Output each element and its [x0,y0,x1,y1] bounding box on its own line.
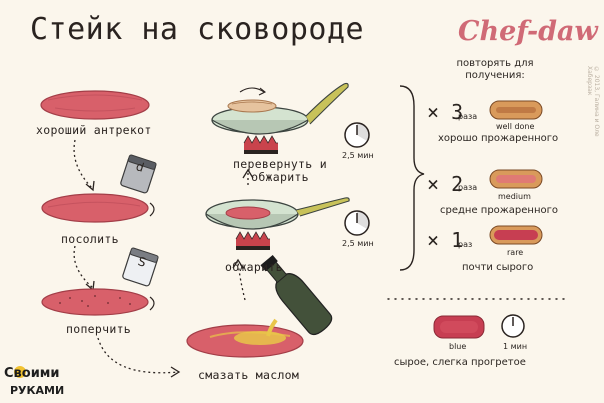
steak-peppered [41,288,155,316]
arrow-3 [97,337,179,374]
desc-well-done: хорошо прожаренного [438,133,559,144]
logo-line-2: РУКАМИ [10,384,65,397]
brace [399,85,425,271]
logo [14,366,26,378]
blue-time: 1 мин [503,342,528,351]
arrow-4 [237,261,246,301]
logo-line-1: Своими [4,366,60,381]
mult-well-done: × 3 [427,100,464,124]
unit-medium: раза [458,183,478,192]
mult-medium: × 2 [427,172,464,196]
unit-well-done: раза [458,112,478,121]
unit-rare: раз [458,240,473,249]
step-brush-butter: смазать маслом [198,368,300,382]
step-salt: посолить [61,232,119,246]
salt-shaker-icon [122,247,159,287]
blue-label: blue [449,342,467,351]
steak-salted [41,193,155,223]
brand-logo: Chef-daw [458,16,598,47]
blue-desc: сырое, слегка прогретое [394,357,526,368]
desc-medium: средне прожаренного [440,205,558,216]
mult-rare: × 1 [427,228,464,252]
level-medium: medium [498,192,531,201]
oil-bottle-icon [260,255,333,337]
copyright: © 2013, Галина и Оле Хаберзак [586,66,600,137]
step-fry: обжарить [225,260,283,274]
repeat-heading: повторять для получения: [456,58,534,81]
timer-flip-label: 2,5 мин [342,151,374,160]
level-well-done: well done [496,122,535,131]
timer-icon [344,122,370,148]
arrow-1 [73,139,93,189]
timer-fry-label: 2,5 мин [342,239,374,248]
steak-rare [489,225,543,245]
arrow-2 [73,245,94,289]
flame-icon [243,135,278,154]
step-pepper: поперчить [66,322,132,336]
steak-raw [40,90,150,120]
pan-flip [211,82,349,135]
pan-fry [205,197,350,230]
steak-medium [489,169,543,189]
step-flip-fry: перевернуть и обжарить [233,157,327,184]
timer-icon [501,314,525,338]
desc-rare: почти сырого [462,262,534,273]
page-title: Стейк на сковороде [30,12,365,47]
step-good-steak: хороший антрекот [36,123,152,137]
steak-well-done [489,100,543,120]
steak-blue [433,315,485,339]
steak-buttered [186,324,304,358]
timer-icon [344,210,370,236]
level-rare: rare [507,248,524,257]
pepper-shaker-icon [120,154,157,194]
flame-icon [235,231,270,250]
